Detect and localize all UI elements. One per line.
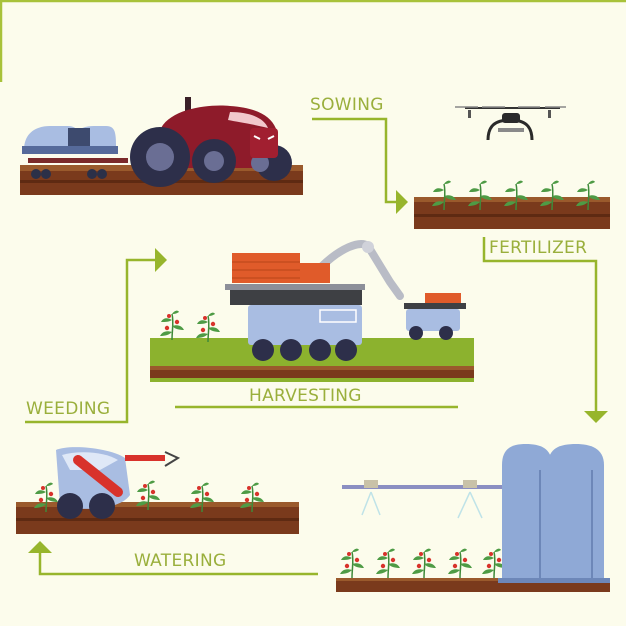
water-tank (498, 444, 610, 583)
sprinkler (457, 480, 483, 519)
drone (455, 106, 566, 141)
watering-scene (336, 444, 610, 592)
harvest-robot-arm (316, 240, 404, 300)
fertilizer-scene (414, 106, 610, 229)
label-watering: WATERING (134, 551, 226, 571)
label-harvesting: HARVESTING (249, 386, 362, 406)
label-weeding: WEEDING (26, 399, 110, 419)
harvest-truck (225, 253, 365, 361)
frame-corner (0, 0, 626, 82)
autonomous-tractor (130, 97, 292, 187)
trailer (22, 126, 128, 179)
arrow-sowing (312, 117, 408, 214)
sprinkler (361, 480, 381, 516)
arrow-weeding (25, 248, 167, 424)
harvest-cart (404, 293, 466, 340)
label-sowing: SOWING (310, 95, 384, 115)
harvesting-scene (150, 240, 474, 382)
tractor-scene (20, 97, 303, 195)
arrow-fertilizer (482, 237, 608, 423)
weeding-scene (16, 447, 299, 534)
weeding-robot (56, 447, 181, 519)
label-fertilizer: FERTILIZER (489, 238, 587, 258)
arrow-watering (28, 541, 318, 576)
